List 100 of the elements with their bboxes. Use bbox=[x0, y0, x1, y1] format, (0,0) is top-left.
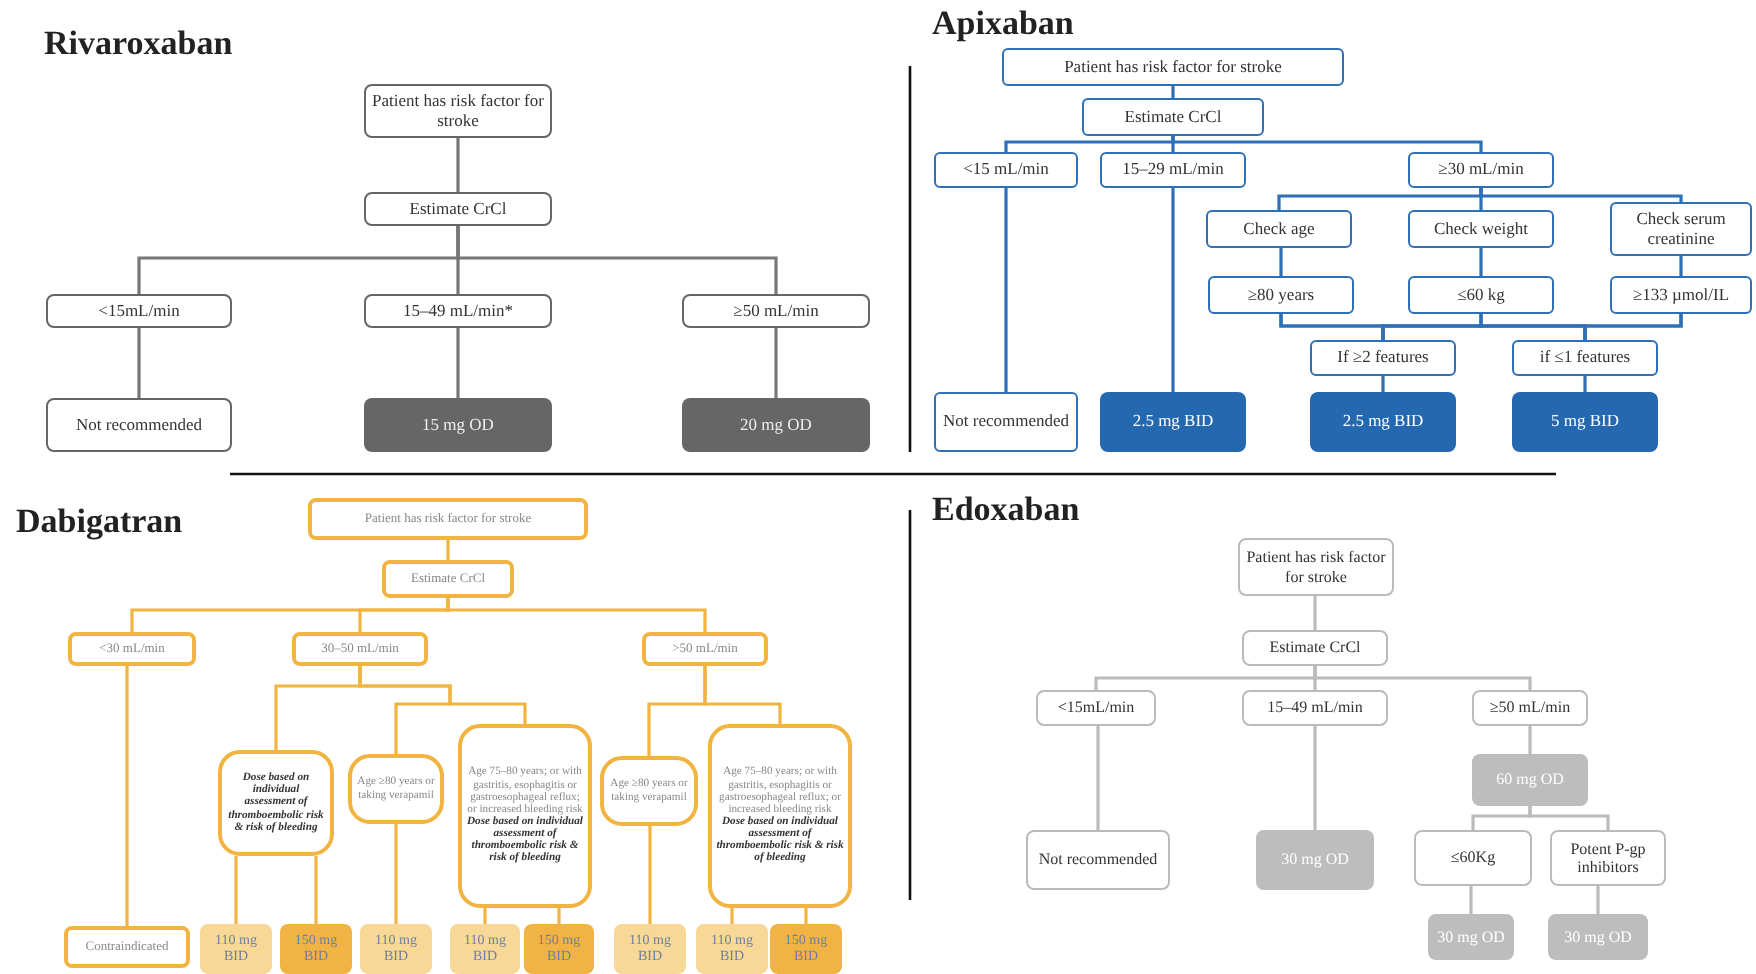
connector-line bbox=[314, 856, 318, 924]
connector-line bbox=[1277, 188, 1483, 210]
connector-line bbox=[774, 328, 778, 398]
connector-line bbox=[1596, 886, 1600, 914]
dosage-box bbox=[364, 398, 552, 452]
box-text: 2.5 mg BID bbox=[1132, 412, 1214, 432]
box-text: 15–29 mL/min bbox=[1122, 160, 1224, 180]
connector-line bbox=[1479, 248, 1483, 276]
connector-line bbox=[1004, 188, 1008, 392]
box-text: Estimate CrCl bbox=[1124, 107, 1222, 127]
process-box bbox=[364, 192, 552, 226]
connector-line bbox=[1279, 248, 1283, 276]
process-box bbox=[934, 392, 1078, 452]
process-box bbox=[64, 926, 190, 968]
box-text: 15–49 mL/min* bbox=[402, 301, 513, 321]
connector-line bbox=[456, 138, 460, 192]
process-box bbox=[600, 756, 698, 826]
box-text: Patient has risk factor for stroke bbox=[370, 91, 546, 131]
box-text: 30 mg OD bbox=[1437, 927, 1505, 947]
box-text: Patient has risk factor for stroke bbox=[1064, 57, 1282, 77]
dosage-box bbox=[1548, 914, 1648, 960]
process-box bbox=[1550, 830, 1666, 886]
connector-line bbox=[1171, 136, 1483, 152]
box-text: Patient has risk factor for stroke bbox=[1244, 548, 1388, 586]
connector-line bbox=[648, 826, 652, 924]
connector-line bbox=[1679, 256, 1683, 276]
process-box bbox=[1242, 630, 1388, 666]
connector-line bbox=[1171, 86, 1175, 98]
box-text: ≥30 mL/min bbox=[1438, 160, 1524, 180]
box-text: ≥133 µmol/IL bbox=[1632, 285, 1730, 305]
connector-line bbox=[456, 328, 460, 398]
process-box bbox=[708, 724, 852, 908]
box-text: 30 mg OD bbox=[1281, 850, 1349, 870]
process-box bbox=[1036, 690, 1156, 726]
process-box bbox=[1610, 276, 1752, 314]
box-text: Check age bbox=[1243, 219, 1315, 239]
process-box bbox=[1408, 276, 1554, 314]
connector-line bbox=[125, 666, 129, 926]
box-text: 2.5 mg BID bbox=[1342, 412, 1424, 432]
box-text: Check serum creatinine bbox=[1634, 209, 1728, 249]
process-box bbox=[46, 294, 232, 328]
process-box bbox=[642, 632, 768, 666]
connector-line bbox=[1313, 666, 1532, 690]
box-text: 15–49 mL/min bbox=[1267, 698, 1363, 718]
dosage-box bbox=[1256, 830, 1374, 890]
box-text: ≥50 mL/min bbox=[1489, 698, 1571, 718]
section-heading: Apixaban bbox=[932, 4, 1074, 44]
box-text: 15 mg OD bbox=[422, 415, 494, 435]
dosage-box bbox=[200, 924, 272, 974]
box-text: Estimate CrCl bbox=[1269, 638, 1361, 658]
process-box bbox=[1472, 690, 1588, 726]
dosage-box bbox=[1310, 392, 1456, 452]
connector-line bbox=[394, 824, 398, 924]
process-box bbox=[934, 152, 1078, 188]
box-text: if ≤1 features bbox=[1539, 348, 1631, 368]
connector-line bbox=[1583, 376, 1587, 392]
connector-line bbox=[1528, 726, 1532, 754]
process-box bbox=[1082, 98, 1264, 136]
process-box bbox=[1610, 202, 1752, 256]
connector-line bbox=[456, 226, 778, 294]
connector-line bbox=[804, 908, 808, 924]
box-text: ≥50 mL/min bbox=[733, 301, 819, 321]
box-text: 5 mg BID bbox=[1551, 412, 1619, 432]
process-box bbox=[68, 632, 196, 666]
dosage-box bbox=[682, 398, 870, 452]
dosage-box bbox=[770, 924, 842, 974]
process-box bbox=[1512, 340, 1658, 376]
connector-line bbox=[446, 540, 450, 560]
connector-line bbox=[1171, 188, 1175, 392]
process-box bbox=[292, 632, 428, 666]
dosage-box bbox=[1100, 392, 1246, 452]
connector-line bbox=[234, 856, 238, 924]
box-text: 30 mg OD bbox=[1564, 927, 1632, 947]
connector-line bbox=[730, 908, 734, 924]
process-box bbox=[382, 560, 514, 598]
connector-line bbox=[1096, 726, 1100, 830]
box-text: 60 mg OD bbox=[1496, 770, 1564, 790]
process-box bbox=[1242, 690, 1388, 726]
process-box bbox=[1206, 210, 1352, 248]
box-text: <15mL/min bbox=[98, 301, 180, 321]
process-box bbox=[308, 498, 588, 540]
process-box bbox=[1310, 340, 1456, 376]
box-text: <15 mL/min bbox=[963, 160, 1049, 180]
connector-line bbox=[1479, 188, 1683, 202]
box-text: Potent P-gp inhibitors bbox=[1568, 839, 1648, 877]
connector-line bbox=[557, 908, 561, 924]
connector-line bbox=[358, 666, 527, 724]
process-box bbox=[348, 754, 444, 824]
box-text: Not recommended bbox=[1038, 850, 1158, 870]
process-box bbox=[1408, 210, 1554, 248]
process-box bbox=[1414, 830, 1532, 886]
process-box bbox=[1408, 152, 1554, 188]
box-text: ≤60 kg bbox=[1457, 285, 1505, 305]
dosage-box bbox=[524, 924, 594, 974]
section-heading: Edoxaban bbox=[932, 490, 1080, 530]
box-text: Estimate CrCl bbox=[409, 199, 507, 219]
process-box bbox=[218, 750, 334, 856]
dosage-box bbox=[450, 924, 520, 974]
process-box bbox=[682, 294, 870, 328]
dosage-box bbox=[1472, 754, 1588, 806]
